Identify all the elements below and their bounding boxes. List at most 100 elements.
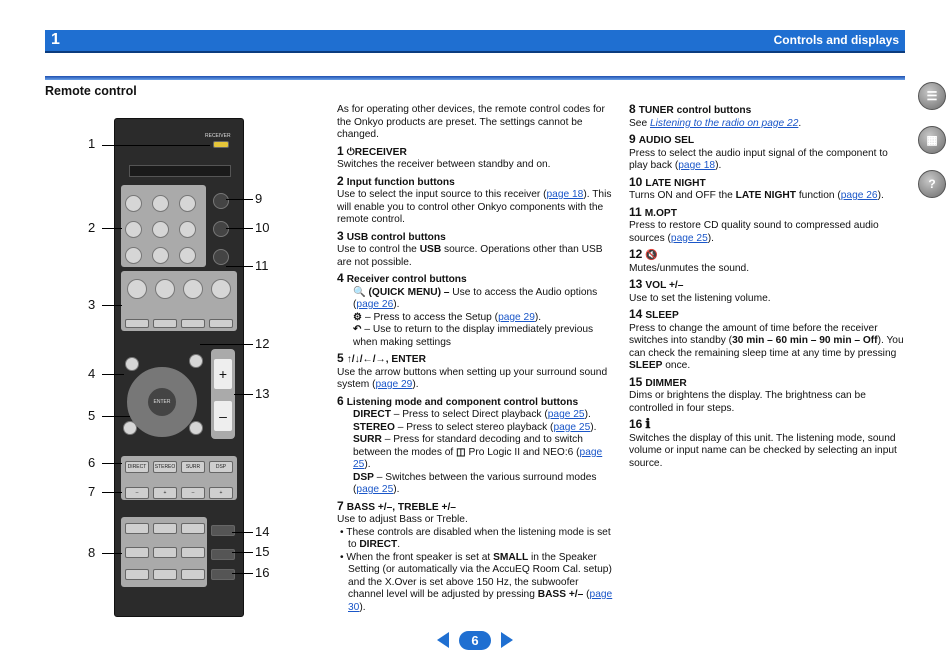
sleep-button bbox=[211, 525, 235, 536]
setup-button bbox=[123, 421, 137, 435]
skip-button bbox=[209, 319, 233, 328]
page-link[interactable]: page 29 bbox=[375, 379, 413, 390]
item-5-heading: 5↑/↓/←/→, ENTER bbox=[337, 351, 426, 365]
tuner-button bbox=[153, 547, 177, 558]
input-button bbox=[125, 195, 142, 212]
callout-line bbox=[102, 553, 122, 554]
usb-button bbox=[127, 279, 147, 299]
tuner-button bbox=[125, 569, 149, 580]
item-7-bullet-1: • These controls are disabled when the l… bbox=[340, 526, 611, 551]
return-button bbox=[189, 421, 203, 435]
remote-icon[interactable]: ▦ bbox=[918, 126, 946, 154]
page-number: 6 bbox=[459, 631, 491, 650]
tuner-button bbox=[181, 523, 205, 534]
callout-1: 1 bbox=[88, 136, 96, 151]
tuner-button bbox=[153, 569, 177, 580]
callout-line bbox=[102, 145, 210, 146]
item-15-desc: Dims or brightens the display. The brigh… bbox=[629, 390, 866, 414]
usb-button bbox=[183, 279, 203, 299]
mode-stereo: STEREO bbox=[153, 461, 177, 473]
next-page-icon[interactable] bbox=[500, 631, 514, 649]
mute-icon: 🔇 bbox=[645, 250, 659, 261]
vol-up: + bbox=[214, 359, 232, 389]
input-button bbox=[152, 221, 169, 238]
section-title: Remote control bbox=[45, 84, 137, 98]
prev-page-icon[interactable] bbox=[436, 631, 450, 649]
page-link[interactable]: page 25 bbox=[356, 484, 394, 495]
input-button bbox=[125, 221, 142, 238]
arrow-pad bbox=[127, 367, 197, 437]
callout-16: 16 bbox=[255, 565, 270, 580]
return-icon: ↶ bbox=[353, 324, 362, 335]
item-6-dsp: DSP – Switches between the various surro… bbox=[353, 471, 597, 496]
mute-button bbox=[189, 354, 203, 368]
chapter-number: 1 bbox=[51, 31, 60, 48]
page-link[interactable]: page 26 bbox=[356, 299, 394, 310]
callout-line bbox=[226, 266, 253, 267]
item-1-heading: 1⏻RECEIVER bbox=[337, 143, 407, 158]
intro-text: As for operating other devices, the remo… bbox=[337, 104, 605, 140]
mode-dsp: DSP bbox=[209, 461, 233, 473]
skip-button bbox=[153, 319, 177, 328]
item-4-return: ↶ – Use to return to the display immedia… bbox=[353, 324, 594, 348]
callout-line bbox=[226, 228, 253, 229]
mode-surr: SURR bbox=[181, 461, 205, 473]
tuner-button bbox=[181, 569, 205, 580]
item-1-desc: Switches the receiver between standby an… bbox=[337, 159, 551, 170]
item-4-quick-menu: 🔍 (QUICK MENU) – Use to access the Audio… bbox=[353, 286, 598, 311]
callout-4: 4 bbox=[88, 366, 96, 381]
page-link[interactable]: page 18 bbox=[678, 160, 716, 171]
enter-button: ENTER bbox=[147, 387, 177, 417]
item-6-stereo: STEREO – Press to select stereo playback… bbox=[353, 421, 597, 433]
input-button bbox=[125, 247, 142, 264]
item-6-direct: DIRECT – Press to select Direct playback… bbox=[353, 409, 591, 420]
callout-line bbox=[102, 492, 122, 493]
page-link[interactable]: page 30 bbox=[348, 589, 613, 613]
item-7-bullet-2: • When the front speaker is set at SMALL… bbox=[340, 551, 613, 613]
tuner-button bbox=[125, 523, 149, 534]
page-link[interactable]: page 25 bbox=[670, 232, 708, 244]
m-opt-button bbox=[213, 249, 229, 265]
quick-menu-icon: 🔍 bbox=[353, 286, 366, 298]
page-link[interactable]: page 29 bbox=[498, 311, 535, 323]
page-link[interactable]: page 18 bbox=[546, 189, 584, 200]
mode-direct: DIRECT bbox=[125, 461, 149, 473]
item-14-desc: Press to change the amount of time befor… bbox=[629, 322, 904, 372]
usb-button bbox=[211, 279, 231, 299]
page-link[interactable]: page 25 bbox=[353, 446, 603, 471]
book-icon[interactable]: ☰ bbox=[918, 82, 946, 110]
power-icon: ⏻ bbox=[346, 146, 355, 158]
chapter-header: 1 Controls and displays bbox=[45, 30, 905, 53]
item-16-desc: Switches the display of this unit. The l… bbox=[629, 432, 897, 469]
page-link[interactable]: Listening to the radio on page 22 bbox=[649, 117, 799, 129]
item-8-desc: See Listening to the radio on page 22. bbox=[629, 117, 802, 129]
treble-minus: – bbox=[181, 487, 205, 499]
callout-line bbox=[102, 305, 122, 306]
item-4-setup: ⚙ – Press to access the Setup (page 29). bbox=[353, 311, 542, 323]
callout-11: 11 bbox=[255, 258, 269, 273]
bass-plus: + bbox=[153, 487, 177, 499]
skip-button bbox=[181, 319, 205, 328]
gear-icon: ⚙ bbox=[353, 311, 363, 323]
page-link[interactable]: page 25 bbox=[553, 421, 591, 433]
tuner-button bbox=[153, 523, 177, 534]
callout-14: 14 bbox=[255, 524, 270, 539]
callout-2: 2 bbox=[88, 220, 96, 235]
remote-control-illustration: RECEIVER ENTER + – DIRECT STEREO SURR DS… bbox=[114, 118, 244, 617]
page-link[interactable]: page 26 bbox=[840, 190, 878, 201]
treble-plus: + bbox=[209, 487, 233, 499]
callout-3: 3 bbox=[88, 297, 96, 312]
ir-window bbox=[129, 165, 231, 177]
page-link[interactable]: page 25 bbox=[547, 409, 585, 420]
callout-line bbox=[232, 573, 253, 574]
callout-line bbox=[200, 344, 253, 345]
help-icon[interactable]: ? bbox=[918, 170, 946, 198]
